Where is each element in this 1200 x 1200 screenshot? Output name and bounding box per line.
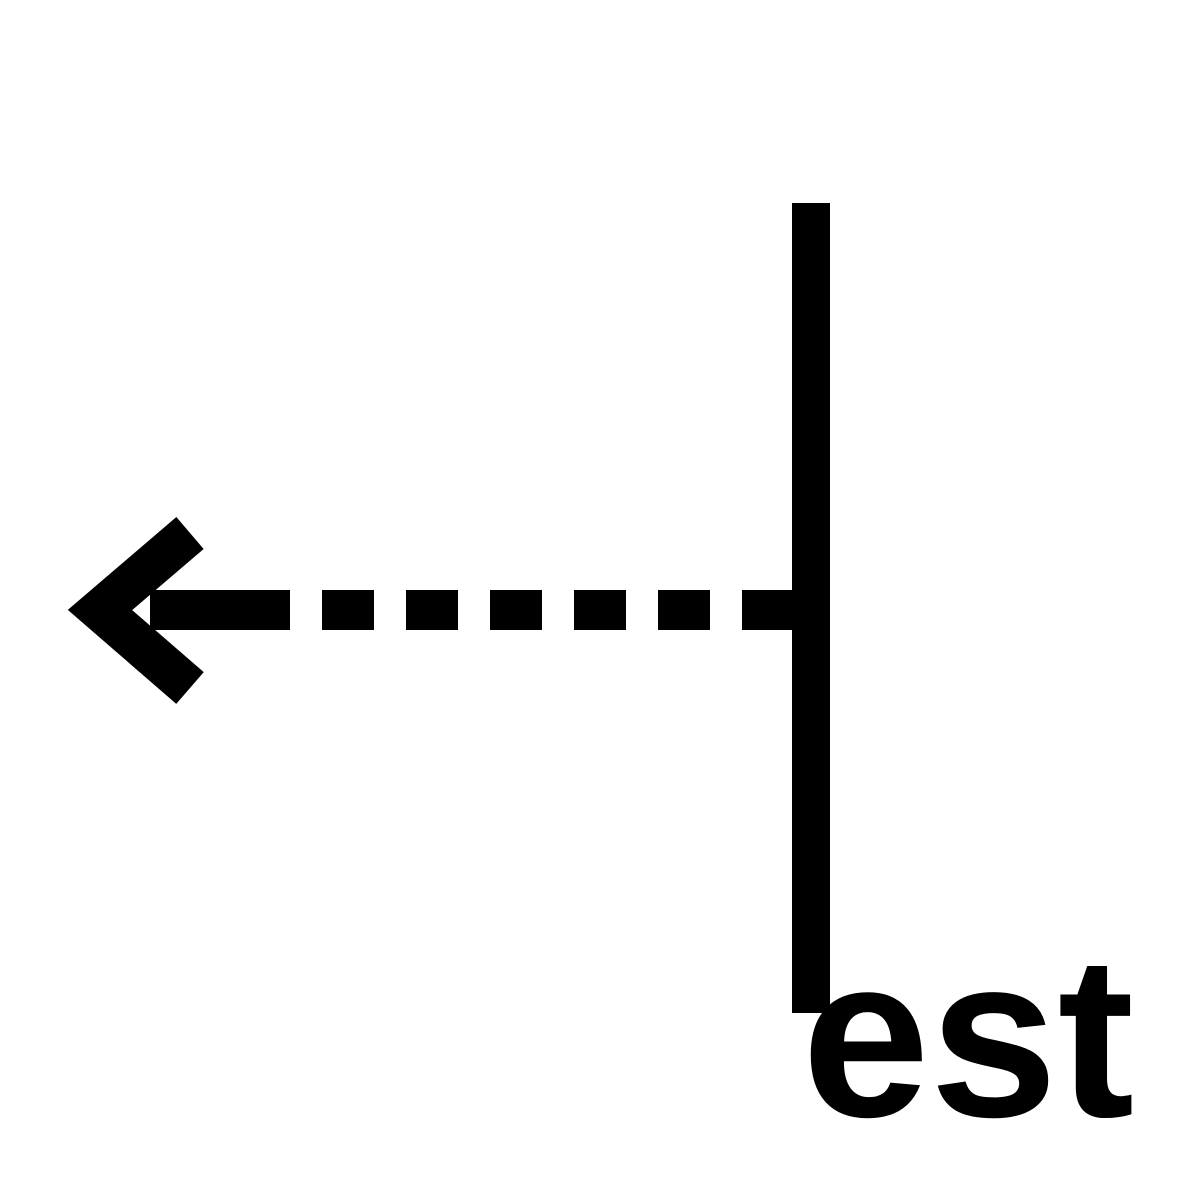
dashed-line bbox=[322, 590, 772, 630]
dash-segment bbox=[742, 590, 772, 630]
dash-segment bbox=[490, 590, 542, 630]
diagram-label: est bbox=[802, 908, 1134, 1165]
dash-segment bbox=[658, 590, 710, 630]
dash-segment bbox=[322, 590, 374, 630]
dash-segment bbox=[574, 590, 626, 630]
dash-segment bbox=[406, 590, 458, 630]
arrow-shaft bbox=[150, 590, 290, 630]
left-arrow-icon bbox=[67, 517, 204, 704]
